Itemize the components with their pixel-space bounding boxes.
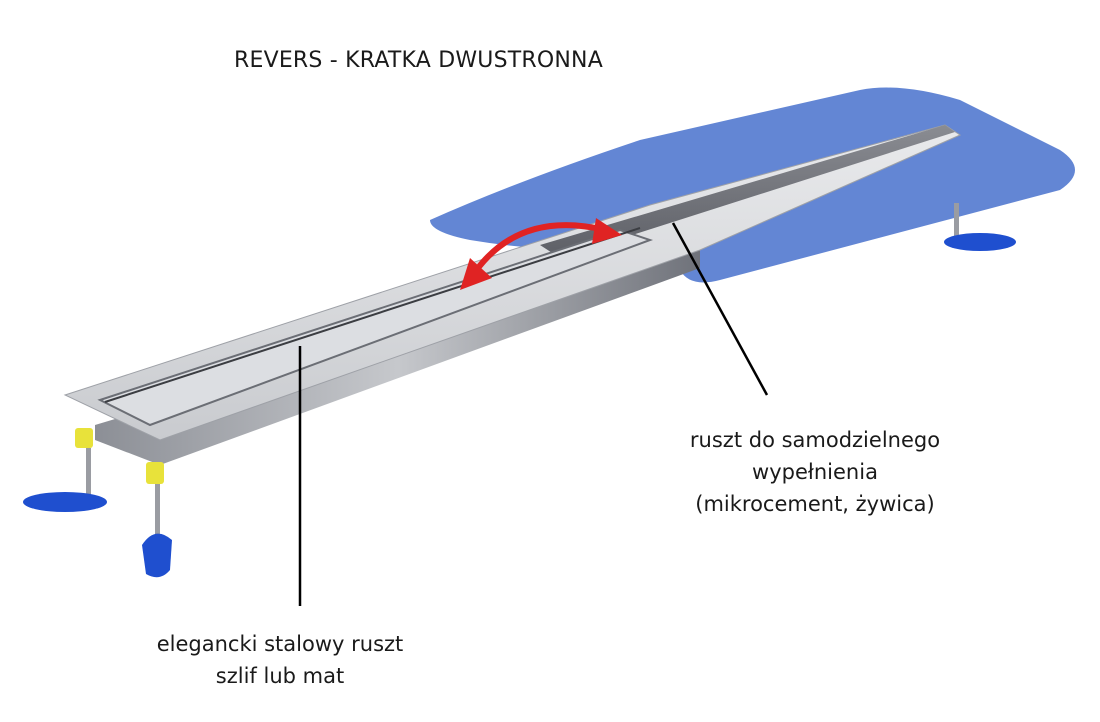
- annotation-steel-grate: elegancki stalowy ruszt szlif lub mat: [120, 628, 440, 692]
- tile-insert-grate: [540, 125, 955, 258]
- annotation-line: (mikrocement, żywica): [695, 492, 935, 516]
- leveling-foot-left: [23, 428, 107, 512]
- annotation-tile-grate: ruszt do samodzielnego wypełnienia (mikr…: [650, 424, 980, 520]
- leveling-foot-front: [142, 462, 172, 578]
- annotation-line: elegancki stalowy ruszt: [156, 632, 404, 656]
- annotation-line: wypełnienia: [752, 460, 878, 484]
- reversible-arrow-icon: [460, 218, 622, 290]
- leveling-foot-right: [944, 203, 1016, 251]
- annotation-line: szlif lub mat: [215, 664, 345, 688]
- steel-grate: [97, 228, 654, 427]
- annotation-line: ruszt do samodzielnego: [689, 428, 941, 452]
- leader-line-tile-grate: [671, 222, 769, 396]
- diagram-title: REVERS - KRATKA DWUSTRONNA: [234, 48, 603, 73]
- grate-slot: [104, 227, 641, 403]
